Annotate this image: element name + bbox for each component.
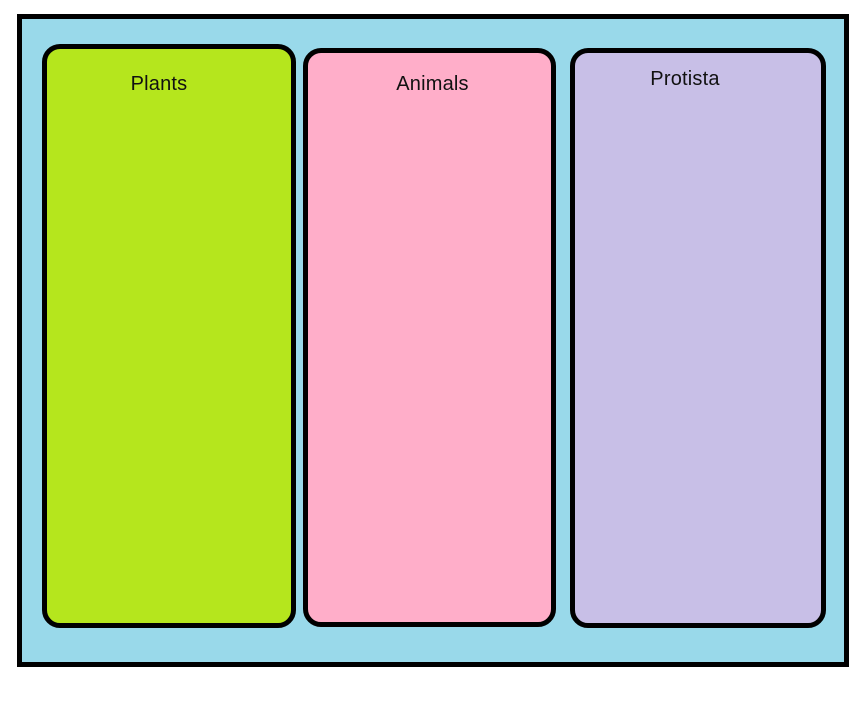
column-animals: Animals [303,48,556,627]
column-label-animals: Animals [396,73,469,95]
diagram-board: Plants Animals Protista [17,14,849,667]
column-label-protista: Protista [650,68,720,90]
column-label-plants: Plants [130,73,188,95]
column-plants: Plants [42,44,296,628]
column-protista: Protista [570,48,826,628]
